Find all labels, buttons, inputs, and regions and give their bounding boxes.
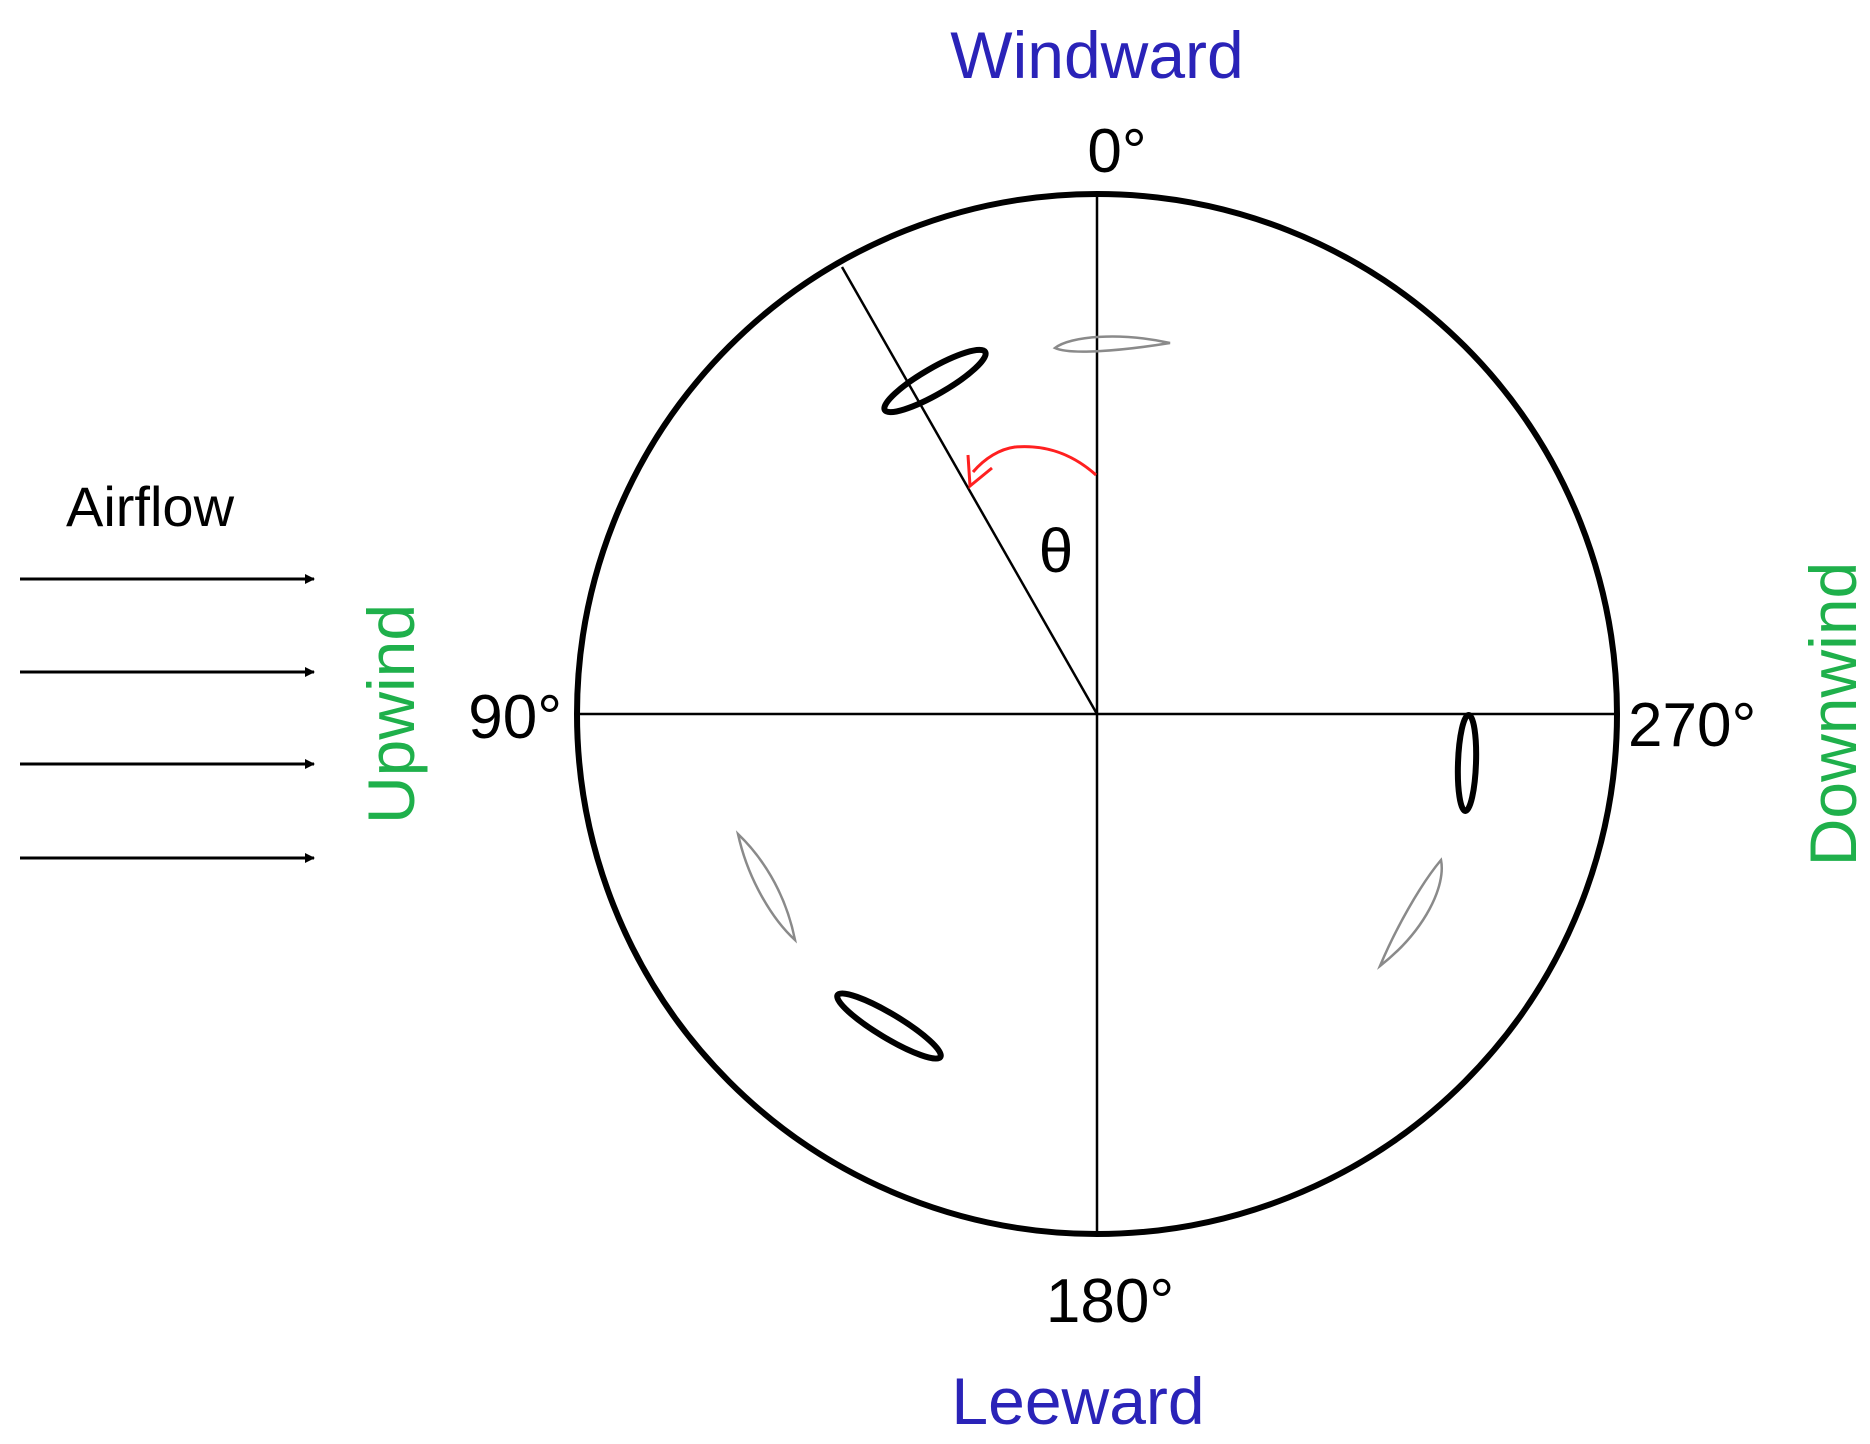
theta-radius-line (840, 266, 1099, 715)
theta-label: θ (1039, 517, 1073, 586)
leeward-label: Leeward (951, 1364, 1204, 1438)
theta-angle-arrow (971, 445, 1097, 477)
upwind-label: Upwind (354, 604, 428, 824)
windward-label: Windward (950, 18, 1243, 92)
blade-lower-right (1377, 857, 1443, 970)
blade-bottom-left (834, 990, 944, 1062)
blade-right (1454, 712, 1480, 814)
theta-angle-arrowhead (966, 454, 993, 490)
degree-0-label: 0° (1087, 117, 1146, 186)
downwind-label: Downwind (1796, 562, 1870, 866)
blade-top-left (881, 346, 989, 416)
degree-270-label: 270° (1628, 691, 1756, 760)
blade-lower-left-light (735, 830, 797, 944)
degree-180-label: 180° (1046, 1267, 1174, 1336)
degree-90-label: 90° (468, 683, 562, 752)
airflow-label: Airflow (66, 475, 235, 538)
blade-top-center (1052, 335, 1171, 353)
